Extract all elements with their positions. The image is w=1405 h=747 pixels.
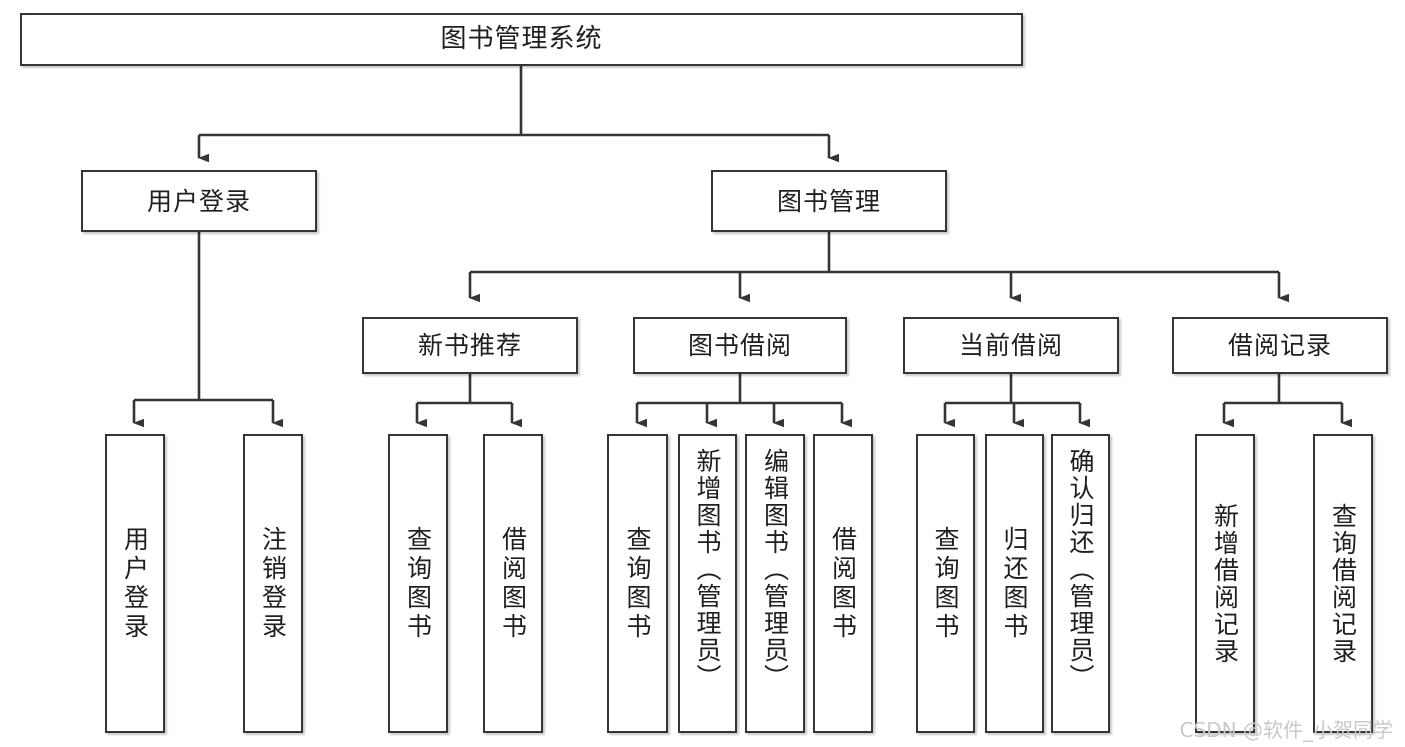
node-book-management[interactable]: 图书管理 xyxy=(711,170,947,232)
node-label: 用户登录 xyxy=(146,186,251,216)
node-label: 新增图书（管理员） xyxy=(693,448,722,691)
leaf-borrow-query-book[interactable]: 查询图书 xyxy=(607,434,668,733)
node-label: 查询图书 xyxy=(623,525,652,642)
node-user-login[interactable]: 用户登录 xyxy=(81,170,317,232)
node-label: 当前借阅 xyxy=(958,331,1063,360)
node-label: 借阅记录 xyxy=(1227,331,1332,360)
node-current-borrow[interactable]: 当前借阅 xyxy=(903,317,1119,374)
node-label: 图书借阅 xyxy=(687,331,792,360)
csdn-watermark: CSDN @软件_小贺同学 xyxy=(1179,718,1393,742)
node-label: 图书管理 xyxy=(776,186,881,216)
node-label: 借阅图书 xyxy=(828,525,858,642)
leaf-user-login-logout[interactable]: 注销登录 xyxy=(243,434,303,733)
node-label: 新增借阅记录 xyxy=(1210,502,1240,665)
leaf-record-add-record[interactable]: 新增借阅记录 xyxy=(1195,434,1255,733)
node-label: 查询图书 xyxy=(931,525,960,642)
node-label: 借阅图书 xyxy=(498,525,528,642)
node-label: 注销登录 xyxy=(258,525,288,642)
leaf-recommend-borrow-book[interactable]: 借阅图书 xyxy=(483,434,543,733)
leaf-current-return-book[interactable]: 归还图书 xyxy=(985,434,1044,733)
node-root[interactable]: 图书管理系统 xyxy=(20,13,1023,66)
node-label: 确认归还（管理员） xyxy=(1066,448,1095,691)
node-book-borrow[interactable]: 图书借阅 xyxy=(633,317,847,374)
node-borrow-record[interactable]: 借阅记录 xyxy=(1172,317,1388,374)
node-label: 新书推荐 xyxy=(417,331,522,360)
leaf-borrow-edit-book[interactable]: 编辑图书（管理员） xyxy=(745,434,805,733)
node-new-book-recommend[interactable]: 新书推荐 xyxy=(362,317,578,374)
node-label: 查询借阅记录 xyxy=(1328,502,1358,665)
leaf-borrow-borrow-book[interactable]: 借阅图书 xyxy=(813,434,873,733)
node-label: 编辑图书（管理员） xyxy=(760,448,790,691)
node-label: 图书管理系统 xyxy=(440,24,603,55)
node-label: 用户登录 xyxy=(120,525,150,642)
leaf-current-confirm-return[interactable]: 确认归还（管理员） xyxy=(1051,434,1110,733)
leaf-recommend-query-book[interactable]: 查询图书 xyxy=(388,434,448,733)
node-label: 查询图书 xyxy=(403,525,433,642)
leaf-user-login-login[interactable]: 用户登录 xyxy=(105,434,165,733)
leaf-current-query-book[interactable]: 查询图书 xyxy=(916,434,975,733)
node-label: 归还图书 xyxy=(1000,525,1029,642)
leaf-record-query-record[interactable]: 查询借阅记录 xyxy=(1313,434,1373,733)
leaf-borrow-add-book[interactable]: 新增图书（管理员） xyxy=(678,434,737,733)
